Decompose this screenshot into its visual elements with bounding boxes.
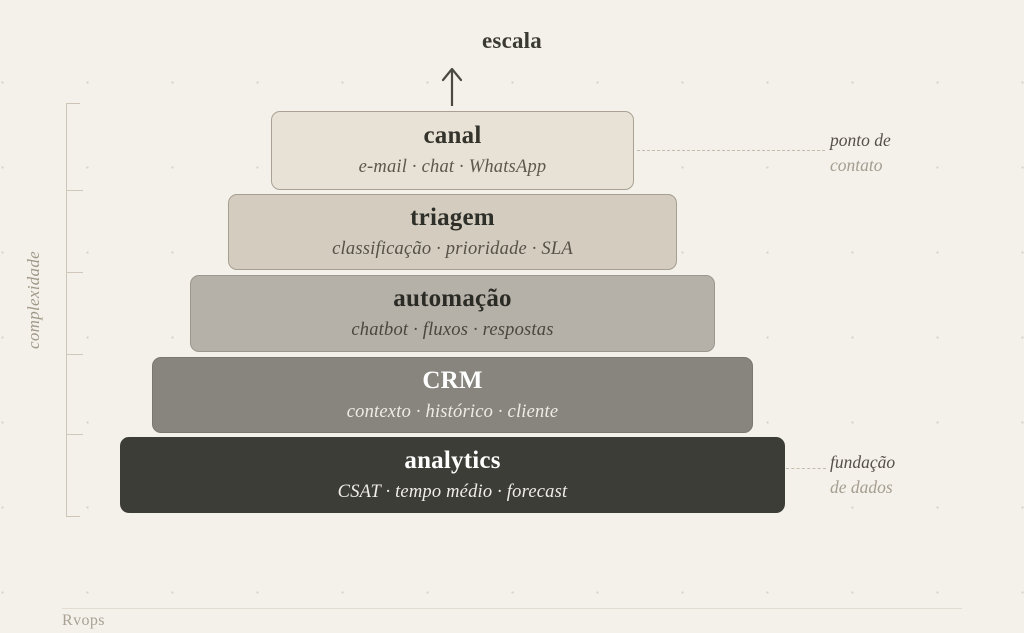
pyramid-tier-analytics[interactable]: analytics CSAT · tempo médio · forecast [120, 437, 785, 513]
complexity-axis-label: complexidade [24, 251, 43, 350]
pyramid-tier-crm[interactable]: CRM contexto · histórico · cliente [152, 357, 753, 433]
axis-tick [66, 434, 83, 435]
tier-subtitle: classificação · prioridade · SLA [332, 238, 573, 259]
tier-subtitle: e-mail · chat · WhatsApp [358, 157, 547, 178]
leader-line-top [637, 150, 825, 151]
annotation-line-1: fundação [830, 452, 896, 472]
footer-divider [62, 608, 962, 609]
axis-tick [66, 190, 83, 191]
pyramid-tier-canal[interactable]: canal e-mail · chat · WhatsApp [271, 111, 634, 190]
tier-title: triagem [410, 203, 495, 231]
pyramid-tier-triagem[interactable]: triagem classificação · prioridade · SLA [228, 194, 677, 270]
footer-brand: Rvops [62, 612, 105, 629]
axis-tick [66, 354, 83, 355]
tier-title: canal [423, 122, 482, 150]
annotation-line-2: de dados [830, 477, 893, 498]
tier-title: analytics [404, 446, 501, 474]
annotation-line-1: ponto de [830, 130, 891, 150]
annotation-line-2: contato [830, 155, 883, 176]
scale-label: escala [482, 28, 542, 53]
tier-title: CRM [422, 366, 483, 394]
annotation-ponto-de-contato: ponto de contato [830, 128, 1020, 179]
up-arrow-icon [441, 67, 463, 106]
leader-line-bottom [786, 468, 826, 469]
tier-title: automação [393, 285, 512, 313]
pyramid-tier-automacao[interactable]: automação chatbot · fluxos · respostas [190, 275, 715, 352]
complexity-axis-bracket [66, 103, 80, 517]
axis-tick [66, 272, 83, 273]
tier-subtitle: contexto · histórico · cliente [346, 401, 559, 422]
tier-subtitle: CSAT · tempo médio · forecast [337, 481, 568, 502]
annotation-fundacao-de-dados: fundação de dados [830, 450, 1020, 501]
tier-subtitle: chatbot · fluxos · respostas [351, 320, 554, 341]
